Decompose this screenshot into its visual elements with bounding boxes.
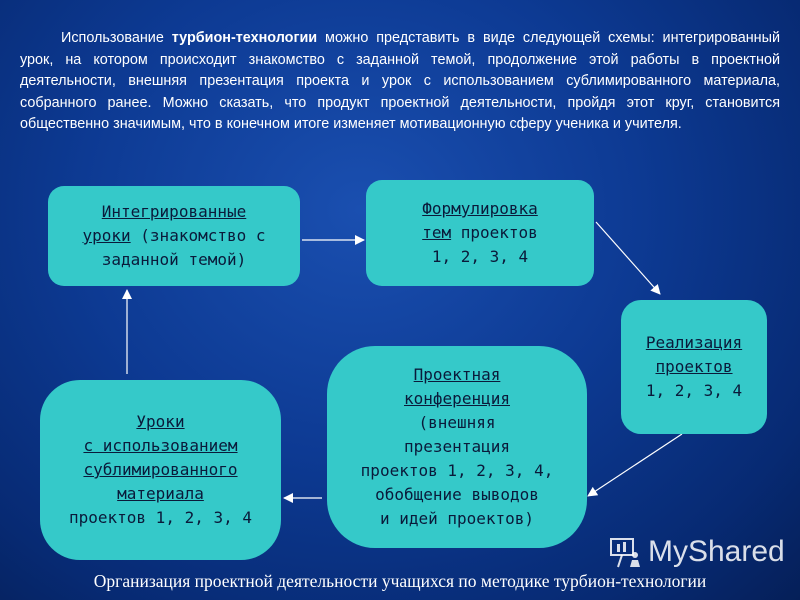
box-formulation-line2-rest: проектов [451,223,538,242]
box-conference-line2: конференция [404,389,510,408]
box-formulation-line1: Формулировка [422,199,538,218]
box-conference-line7: и идей проектов) [379,509,535,528]
box-formulation-line2: тем проектов [422,221,538,245]
watermark-logo: MyShared [608,535,785,569]
box-project-conference: Проектная конференция (внешняя презентац… [327,346,587,548]
arrow-formulation-to-realization [595,221,661,295]
watermark-text: MyShared [648,535,785,568]
box-conference-line1: Проектная [413,365,501,384]
box-lessons-line4: материала [117,484,204,503]
box-lessons-line1: Уроки [136,412,185,431]
box-conference-line4: презентация [404,437,510,456]
box-topic-formulation: Формулировка тем проектов 1, 2, 3, 4 [366,180,594,286]
box-integrated-line1: Интегрированные [101,202,247,221]
box-integrated-line2: уроки (знакомство с [82,224,265,248]
box-formulation-line2-underlined: тем [422,223,452,242]
box-formulation-line3: 1, 2, 3, 4 [431,247,529,266]
box-project-realization: Реализация проектов 1, 2, 3, 4 [621,300,767,434]
arrow-realization-to-conference [587,433,683,497]
intro-paragraph: Использование турбион-технологии можно п… [20,28,780,136]
box-integrated-line2-underlined: уроки [82,226,131,245]
box-conference-line5: проектов 1, 2, 3, 4, [360,461,554,480]
slide-caption: Организация проектной деятельности учащи… [93,571,707,591]
intro-text-rest: можно представить в виде следующей схемы… [20,30,781,132]
presentation-icon [610,538,640,568]
box-realization-line1: Реализация [645,333,743,352]
box-lessons-line2: с использованием [83,436,238,455]
box-lessons-line5: проектов 1, 2, 3, 4 [68,508,253,527]
box-realization-line3: 1, 2, 3, 4 [645,381,743,400]
box-conference-line3: (внешняя [418,413,496,432]
box-lessons-line3: сублимированного [83,460,238,479]
box-integrated-line2-rest: (знакомство с [130,226,266,245]
box-conference-line6: обобщение выводов [375,485,539,504]
box-realization-line2: проектов [655,357,733,376]
box-integrated-lessons: Интегрированные уроки (знакомство с зада… [48,186,300,286]
box-integrated-line3: заданной темой) [101,250,247,269]
box-sublimated-lessons: Уроки с использованием сублимированного … [40,380,281,560]
intro-text-start: Использование [61,30,172,46]
intro-bold-term: турбион-технологии [171,30,318,46]
